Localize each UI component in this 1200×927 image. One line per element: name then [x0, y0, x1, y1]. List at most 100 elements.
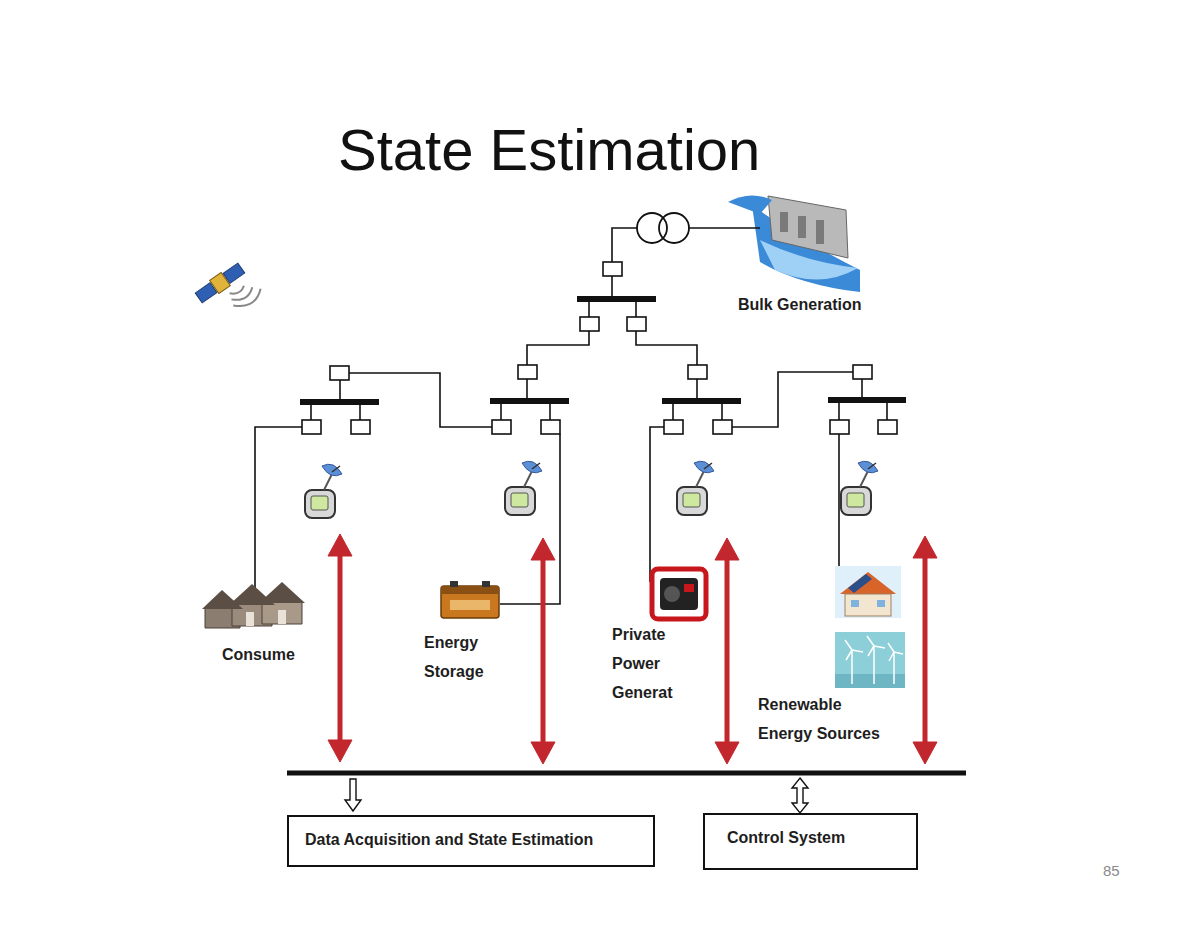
turbine-blade — [852, 650, 863, 652]
turbine-blade — [845, 640, 852, 650]
feeder-wire — [696, 379, 698, 401]
breaker-symbol — [830, 420, 849, 434]
dam-illustration — [728, 195, 860, 292]
arrow-head — [328, 534, 352, 556]
bus-bar — [828, 397, 906, 403]
feeder-wire — [636, 331, 697, 365]
signal-arc — [233, 287, 264, 312]
solar-panel — [848, 574, 872, 593]
signal-arc — [231, 286, 254, 305]
node-text: Renewable Energy Sources — [758, 690, 893, 748]
turbine-blade — [846, 650, 852, 660]
arrow-head — [531, 538, 555, 560]
feeder-wire — [838, 434, 840, 572]
caption-label: Private Power Generat — [612, 620, 687, 707]
breaker-symbol — [541, 420, 560, 434]
breaker-symbol — [664, 420, 683, 434]
feeder-wire — [255, 427, 302, 600]
breaker-symbol — [330, 366, 349, 380]
roof — [259, 582, 305, 603]
smart-meter — [505, 461, 542, 515]
arrow-head — [913, 742, 937, 764]
hollow-arrow — [792, 778, 808, 813]
generator-illustration — [652, 569, 706, 619]
turbine-blade — [868, 646, 874, 656]
breaker-symbol — [580, 317, 599, 331]
turbine-blade — [894, 652, 903, 654]
transformer-coil — [659, 213, 689, 243]
process-box: Control System — [703, 813, 918, 870]
breaker-symbol — [713, 420, 732, 434]
dam-gate — [780, 212, 788, 232]
signal-arc — [230, 284, 246, 297]
hollow-arrow — [345, 779, 361, 811]
satellite-icon — [194, 259, 264, 326]
arrow-shaft — [338, 552, 343, 744]
battery-case — [441, 586, 499, 618]
bus-bar — [490, 398, 569, 404]
sky — [835, 632, 905, 688]
window — [851, 600, 859, 607]
node-text: Consume — [222, 640, 312, 669]
arrow-head — [913, 536, 937, 558]
solar-house-illustration — [835, 566, 901, 618]
smart-meter — [305, 464, 342, 518]
satellite-body — [210, 272, 231, 293]
diagram-title: State Estimation — [338, 116, 760, 183]
arrow-shaft — [541, 556, 546, 746]
bus-bar — [300, 299, 906, 402]
smart-meter — [677, 461, 714, 515]
page-number: 85 — [1103, 862, 1120, 879]
caption-label: Bulk Generation — [738, 290, 888, 319]
arrow-shaft — [923, 554, 928, 746]
battery-label-plate — [450, 600, 490, 610]
turbine-tower — [873, 646, 875, 684]
breaker-symbol — [688, 365, 707, 379]
battery-illustration — [441, 581, 499, 618]
caption-label: Energy Storage — [424, 628, 496, 686]
feeder-wire — [650, 427, 664, 582]
water — [728, 195, 772, 214]
dam-wall — [768, 196, 848, 258]
wind-turbine — [845, 636, 903, 684]
door — [278, 610, 286, 624]
feeder-wire — [689, 227, 760, 229]
node-text: Energy Storage — [424, 628, 496, 686]
feeder-wire — [611, 276, 613, 299]
arrow-head — [715, 742, 739, 764]
dam-gate — [816, 220, 824, 244]
houses-illustration — [202, 582, 305, 628]
arrow-shaft — [725, 556, 730, 746]
feeder-wire — [861, 379, 863, 400]
node-text: Data Acquisition and State Estimation — [305, 830, 653, 850]
wind-farm-illustration — [835, 632, 905, 688]
turbine-blade — [889, 652, 894, 661]
feeder-wire — [612, 228, 637, 262]
transformer-symbol — [637, 213, 689, 243]
turbine-blade — [867, 636, 874, 646]
battery-terminal — [482, 581, 490, 587]
generator-frame — [652, 569, 706, 619]
caption-label: Consume — [222, 640, 312, 669]
communication-bus — [287, 771, 966, 776]
breaker-symbol — [878, 420, 897, 434]
breaker-symbol — [351, 420, 370, 434]
dam-gate — [798, 216, 806, 238]
feeder-wire — [526, 379, 528, 401]
arrow-head — [531, 742, 555, 764]
feeder-wire — [339, 380, 341, 402]
node-text: Private Power Generat — [612, 620, 687, 707]
window — [877, 600, 885, 607]
process-box: Data Acquisition and State Estimation — [287, 815, 655, 867]
bus-bar — [662, 398, 741, 404]
breaker-symbol — [492, 420, 511, 434]
turbine-tower — [851, 650, 853, 684]
node-text: Control System — [727, 828, 916, 848]
house-wall — [845, 594, 891, 616]
turbine-blade — [888, 643, 894, 652]
caption-label: Renewable Energy Sources — [758, 690, 893, 748]
feeder-wire — [255, 228, 887, 604]
arrow-head — [715, 538, 739, 560]
battery-top — [441, 586, 499, 594]
breaker-symbol — [518, 365, 537, 379]
